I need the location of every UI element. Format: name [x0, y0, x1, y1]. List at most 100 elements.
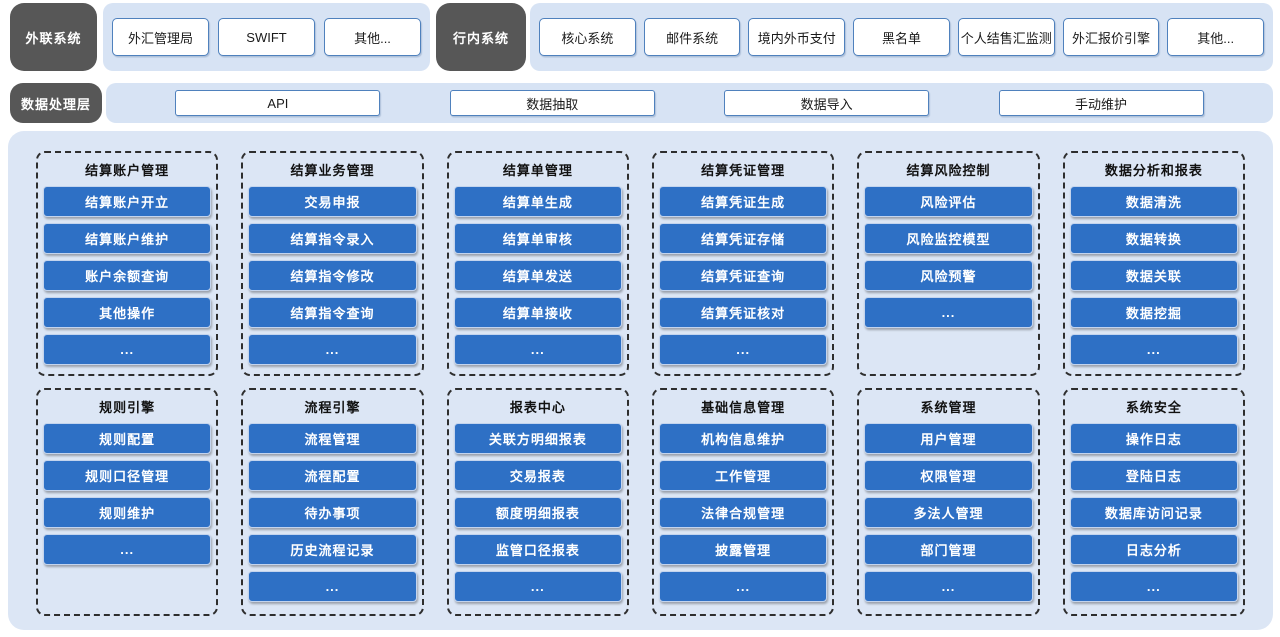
module-item-button[interactable]: 多法人管理	[864, 497, 1033, 528]
module-item-button[interactable]: 数据库访问记录	[1069, 497, 1238, 528]
module-settlement-business-mgmt: 结算业务管理 交易申报 结算指令录入 结算指令修改 结算指令查询 ...	[241, 151, 424, 376]
module-item-button[interactable]: 交易报表	[453, 460, 622, 491]
module-item-button[interactable]: 额度明细报表	[453, 497, 622, 528]
module-settlement-note-mgmt: 结算单管理 结算单生成 结算单审核 结算单发送 结算单接收 ...	[446, 151, 629, 376]
module-settlement-risk-control: 结算风险控制 风险评估 风险监控模型 风险预警 ...	[857, 151, 1040, 376]
systems-layer-row: 外联系统 外汇管理局 SWIFT 其他... 行内系统 核心系统 邮件系统 境内…	[10, 3, 1273, 71]
module-title: 基础信息管理	[701, 400, 786, 415]
module-item-button[interactable]: 结算账户开立	[43, 186, 212, 217]
module-title: 数据分析和报表	[1104, 163, 1203, 178]
module-item-button[interactable]: 流程管理	[248, 423, 417, 454]
module-item-button[interactable]: 数据关联	[1069, 260, 1238, 291]
module-item-button[interactable]: 数据挖掘	[1069, 297, 1238, 328]
internal-system-button[interactable]: 邮件系统	[643, 18, 741, 56]
module-item-button[interactable]: 风险监控模型	[864, 223, 1033, 254]
external-systems-label: 外联系统	[10, 3, 97, 71]
module-item-button[interactable]: 流程配置	[248, 460, 417, 491]
module-item-button[interactable]: ...	[864, 297, 1033, 328]
module-item-button[interactable]: 历史流程记录	[248, 534, 417, 565]
internal-system-button[interactable]: 境内外币支付	[748, 18, 846, 56]
module-item-button[interactable]: 工作管理	[658, 460, 828, 491]
internal-systems-tray: 核心系统 邮件系统 境内外币支付 黑名单 个人结售汇监测 外汇报价引擎 其他..…	[530, 3, 1273, 71]
module-item-button[interactable]: 结算指令修改	[248, 260, 417, 291]
module-report-center: 报表中心 关联方明细报表 交易报表 额度明细报表 监管口径报表 ...	[446, 388, 629, 616]
module-item-button[interactable]: 结算账户维护	[43, 223, 212, 254]
module-item-button[interactable]: 机构信息维护	[658, 423, 828, 454]
module-item-button[interactable]: 法律合规管理	[658, 497, 828, 528]
module-settlement-voucher-mgmt: 结算凭证管理 结算凭证生成 结算凭证存储 结算凭证查询 结算凭证核对 ...	[651, 151, 835, 376]
module-item-button[interactable]: ...	[1069, 334, 1238, 365]
module-item-button[interactable]: 结算指令录入	[248, 223, 417, 254]
module-item-button[interactable]: 操作日志	[1069, 423, 1238, 454]
module-title: 结算风险控制	[906, 163, 991, 178]
external-systems-tray: 外汇管理局 SWIFT 其他...	[103, 3, 430, 71]
data-processing-layer-row: 数据处理层 API 数据抽取 数据导入 手动维护	[10, 83, 1273, 123]
module-item-button[interactable]: 结算凭证核对	[658, 297, 828, 328]
module-item-button[interactable]: ...	[453, 571, 622, 602]
module-item-button[interactable]: 结算单接收	[453, 297, 622, 328]
internal-system-button[interactable]: 核心系统	[539, 18, 636, 56]
module-item-button[interactable]: ...	[658, 334, 828, 365]
architecture-diagram: 外联系统 外汇管理局 SWIFT 其他... 行内系统 核心系统 邮件系统 境内…	[0, 3, 1280, 637]
module-item-button[interactable]: 用户管理	[864, 423, 1033, 454]
module-title: 系统管理	[920, 400, 977, 415]
module-item-button[interactable]: ...	[248, 334, 417, 365]
data-processing-layer-label: 数据处理层	[10, 83, 102, 123]
module-item-button[interactable]: 权限管理	[864, 460, 1033, 491]
module-item-button[interactable]: 风险评估	[864, 186, 1033, 217]
module-item-button[interactable]: ...	[453, 334, 622, 365]
module-title: 结算单管理	[502, 163, 573, 178]
module-item-button[interactable]: ...	[43, 334, 212, 365]
module-item-button[interactable]: 关联方明细报表	[453, 423, 622, 454]
module-title: 结算业务管理	[290, 163, 375, 178]
module-item-button[interactable]: 其他操作	[43, 297, 212, 328]
module-item-button[interactable]: ...	[1069, 571, 1238, 602]
module-item-button[interactable]: 规则口径管理	[43, 460, 212, 491]
module-item-button[interactable]: 结算凭证生成	[658, 186, 828, 217]
internal-system-button[interactable]: 黑名单	[853, 18, 950, 56]
module-item-button[interactable]: 结算单生成	[453, 186, 622, 217]
data-method-button[interactable]: 手动维护	[998, 90, 1204, 116]
module-item-button[interactable]: 披露管理	[658, 534, 828, 565]
module-item-button[interactable]: 待办事项	[248, 497, 417, 528]
module-item-button[interactable]: 登陆日志	[1069, 460, 1238, 491]
internal-system-button[interactable]: 外汇报价引擎	[1062, 18, 1160, 56]
data-method-button[interactable]: API	[175, 90, 381, 116]
module-item-button[interactable]: 日志分析	[1069, 534, 1238, 565]
module-item-button[interactable]: 监管口径报表	[453, 534, 622, 565]
module-item-button[interactable]: 结算指令查询	[248, 297, 417, 328]
data-method-button[interactable]: 数据导入	[724, 90, 930, 116]
module-basic-info-mgmt: 基础信息管理 机构信息维护 工作管理 法律合规管理 披露管理 ...	[651, 388, 835, 616]
module-item-button[interactable]: ...	[864, 571, 1033, 602]
module-item-button[interactable]: 交易申报	[248, 186, 417, 217]
module-item-button[interactable]: 结算凭证查询	[658, 260, 828, 291]
module-title: 规则引擎	[99, 400, 156, 415]
module-item-button[interactable]: 部门管理	[864, 534, 1033, 565]
module-item-button[interactable]: ...	[658, 571, 828, 602]
module-item-button[interactable]: ...	[43, 534, 212, 565]
module-item-button[interactable]: 账户余额查询	[43, 260, 212, 291]
external-system-button[interactable]: SWIFT	[218, 18, 315, 56]
module-item-button[interactable]: 规则配置	[43, 423, 212, 454]
data-method-button[interactable]: 数据抽取	[449, 90, 655, 116]
internal-systems-label: 行内系统	[436, 3, 526, 71]
module-data-analysis-reports: 数据分析和报表 数据清洗 数据转换 数据关联 数据挖掘 ...	[1062, 151, 1245, 376]
module-item-button[interactable]: 数据清洗	[1069, 186, 1238, 217]
external-system-button[interactable]: 其他...	[324, 18, 421, 56]
module-rule-engine: 规则引擎 规则配置 规则口径管理 规则维护 ...	[36, 388, 219, 616]
module-title: 流程引擎	[304, 400, 361, 415]
module-title: 系统安全	[1125, 400, 1182, 415]
module-settlement-account-mgmt: 结算账户管理 结算账户开立 结算账户维护 账户余额查询 其他操作 ...	[36, 151, 219, 376]
internal-system-button[interactable]: 其他...	[1167, 18, 1265, 56]
module-item-button[interactable]: 结算单审核	[453, 223, 622, 254]
internal-system-button[interactable]: 个人结售汇监测	[957, 18, 1055, 56]
module-process-engine: 流程引擎 流程管理 流程配置 待办事项 历史流程记录 ...	[241, 388, 424, 616]
module-item-button[interactable]: 规则维护	[43, 497, 212, 528]
module-item-button[interactable]: 风险预警	[864, 260, 1033, 291]
modules-panel: 结算账户管理 结算账户开立 结算账户维护 账户余额查询 其他操作 ... 结算业…	[8, 131, 1273, 630]
external-system-button[interactable]: 外汇管理局	[112, 18, 209, 56]
module-item-button[interactable]: ...	[248, 571, 417, 602]
module-item-button[interactable]: 数据转换	[1069, 223, 1238, 254]
module-item-button[interactable]: 结算凭证存储	[658, 223, 828, 254]
module-item-button[interactable]: 结算单发送	[453, 260, 622, 291]
